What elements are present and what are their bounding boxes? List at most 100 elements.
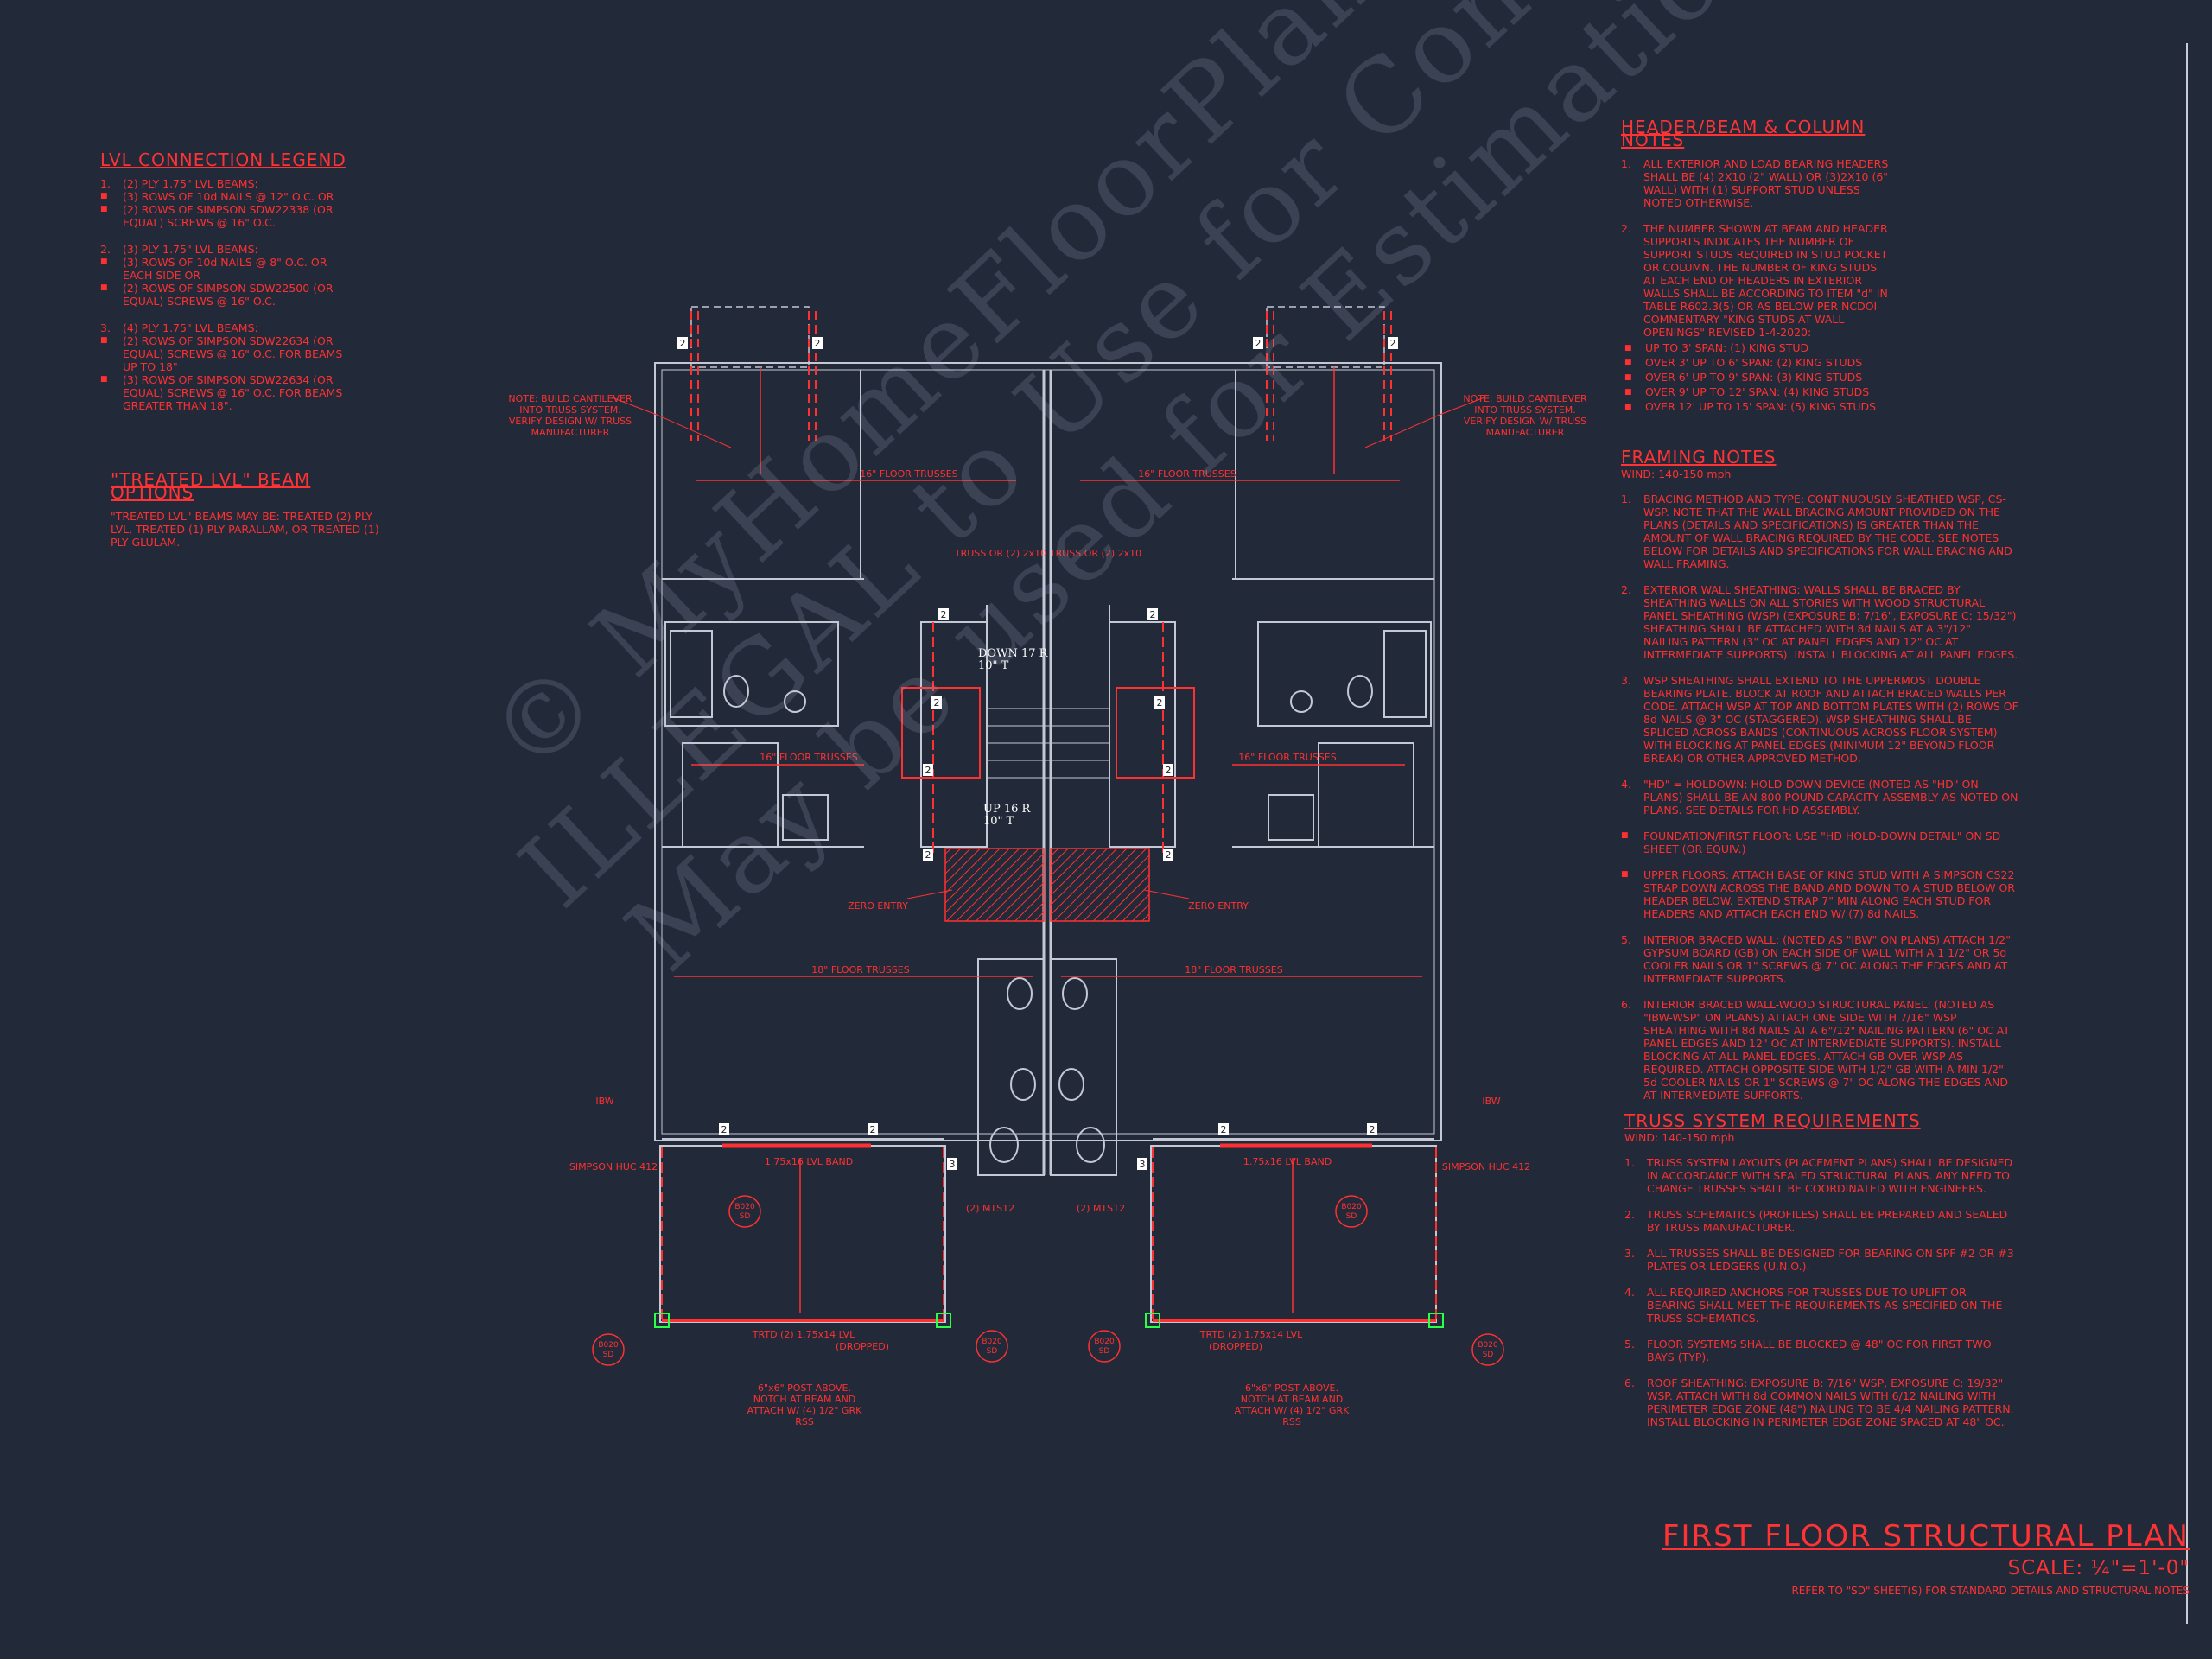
label-truss-or-right: TRUSS OR (2) 2x10 [1049,548,1141,559]
treated-lvl-options: "TREATED LVL" BEAM OPTIONS "TREATED LVL"… [111,469,387,549]
right-sink [1290,690,1313,713]
span-rule: OVER 3' UP TO 6' SPAN: (2) KING STUDS [1623,356,1889,370]
sheet-border [2186,43,2188,1624]
note-text: THE NUMBER SHOWN AT BEAM AND HEADER SUPP… [1643,222,1888,339]
span-rule: UP TO 3' SPAN: (1) KING STUD [1623,341,1889,355]
treated-title: "TREATED LVL" BEAM OPTIONS [111,469,311,503]
note-number: 1. [1621,157,1631,170]
note-item: ■ UPPER FLOORS: ATTACH BASE OF KING STUD … [1621,868,2018,920]
note-item: 3.WSP SHEATHING SHALL EXTEND TO THE UPPE… [1621,674,2018,765]
note-number: 3. [1624,1247,1635,1260]
right-lower-toilet [1076,1127,1105,1163]
note-text: BRACING METHOD AND TYPE: CONTINUOUSLY SH… [1643,493,2012,570]
note-number: 5. [1621,933,1631,946]
bubble-5-sheet: SD [1099,1347,1110,1356]
note-build-left: NOTE: BUILD CANTILEVER INTO TRUSS SYSTEM… [508,393,632,438]
stair-treads [987,708,1109,779]
legend-line: ■(3) ROWS OF 10d NAILS @ 8" O.C. OR EACH… [100,256,359,282]
right-lower-sink [1058,1068,1084,1101]
left-lower-toilet [989,1127,1019,1163]
left-zero-entry-hatch [944,848,1045,922]
bubble-left-post-b [976,1330,1008,1363]
stair-down-tread: 10" T [978,659,1009,672]
left-half-bath [977,958,1045,1176]
bubble-left-porch [728,1195,761,1228]
tag-2-text: 2 [815,338,821,349]
right-stair [1109,621,1176,848]
tag-5-text: 2 [941,609,947,620]
lvl-connection-legend: LVL CONNECTION LEGEND 1.(2) PLY 1.75" LV… [100,151,359,426]
tag-18: 3 [1137,1158,1147,1170]
span-rule: OVER 6' UP TO 9' SPAN: (3) KING STUDS [1623,371,1889,385]
legend-groups: 1.(2) PLY 1.75" LVL BEAMS: ■(3) ROWS OF 1… [100,177,359,412]
label-ibw-right: IBW [1482,1096,1500,1107]
stair-up-label: UP 16 R [983,803,1032,816]
leader-note-left [611,397,732,448]
detail-bubbles [592,1195,1504,1366]
label-ibw-left: IBW [595,1096,613,1107]
tag-1-text: 2 [680,338,686,349]
note-number: ■ [1621,870,1629,879]
left-stair-header [901,687,981,779]
legend-group-head: 1.(2) PLY 1.75" LVL BEAMS: [100,177,359,190]
note-item: 3.ALL TRUSSES SHALL BE DESIGNED FOR BEAR… [1624,1247,2018,1273]
label-dropped-left: (DROPPED) [836,1341,889,1352]
right-half-bath [1050,958,1117,1176]
left-cantilever [690,306,810,368]
tag-3-text: 2 [1255,338,1262,349]
tag-7: 2 [931,696,942,709]
tag-2: 2 [812,337,823,349]
bubble-3-sheet: SD [603,1351,614,1359]
tag-10: 2 [1163,764,1173,776]
stud-count-tags: 2 2 2 2 2 2 2 2 2 2 2 2 2 2 2 2 3 3 [677,337,1398,1170]
right-tub [1383,630,1427,718]
tag-17: 3 [947,1158,957,1170]
cantilever-dashed [690,306,1385,368]
bubble-left-post-a [592,1333,625,1366]
tag-4: 2 [1388,337,1398,349]
tag-11-text: 2 [925,849,931,861]
framing-notes-wind: WIND: 140-150 mph [1621,467,1732,480]
bubble-2-code: B020 [1341,1203,1362,1211]
note-item: 6.ROOF SHEATHING: EXPOSURE B: 7/16" WSP,… [1624,1376,2018,1428]
right-vanity-sink [1062,977,1088,1010]
bubble-1-code: B020 [734,1203,755,1211]
tag-8-text: 2 [1157,697,1163,709]
label-16-trusses-mid-right: 16" FLOOR TRUSSES [1238,752,1336,763]
label-trtd-right: TRTD (2) 1.75x14 LVL [1199,1329,1303,1340]
note-build-left-box: NOTE: BUILD CANTILEVER INTO TRUSS SYSTEM… [508,393,632,438]
bubble-right-porch [1335,1195,1368,1228]
title-block: FIRST FLOOR STRUCTURAL PLAN SCALE: ¼"=1'… [1662,1519,2190,1597]
label-16-trusses-mid-left: 16" FLOOR TRUSSES [760,752,857,763]
bubble-5-code: B020 [1094,1338,1115,1346]
stair-up-tread: 10" T [983,815,1014,828]
note-text: UPPER FLOORS: ATTACH BASE OF KING STUD W… [1643,868,2015,920]
left-vanity-sink [1007,977,1033,1010]
tag-11: 2 [923,849,933,861]
tag-8: 2 [1154,696,1165,709]
bullet-icon: ■ [100,205,108,213]
left-porch [659,1145,946,1323]
tag-14: 2 [868,1123,878,1135]
legend-line: ■(2) ROWS OF SIMPSON SDW22500 (OR EQUAL)… [100,282,359,308]
note-number: ■ [1621,831,1629,840]
note-number: 2. [1621,222,1631,235]
walls [654,362,1442,1323]
tag-12-text: 2 [1166,849,1172,861]
tag-18-text: 3 [1140,1159,1146,1170]
bullet-icon: ■ [100,257,108,266]
span-rule: OVER 9' UP TO 12' SPAN: (4) KING STUDS [1623,385,1889,399]
tag-4-text: 2 [1390,338,1396,349]
framing-notes-list: 1.BRACING METHOD AND TYPE: CONTINUOUSLY … [1621,493,2018,1102]
label-mts-right: (2) MTS12 [1077,1203,1125,1214]
tag-5: 2 [938,608,949,620]
note-text: TRUSS SYSTEM LAYOUTS (PLACEMENT PLANS) S… [1647,1156,2013,1195]
legend-group-heading: (4) PLY 1.75" LVL BEAMS: [123,321,258,334]
note-build-right: NOTE: BUILD CANTILEVER INTO TRUSS SYSTEM… [1463,393,1587,438]
note-text: ALL EXTERIOR AND LOAD BEARING HEADERS SH… [1643,157,1889,209]
note-text: "HD" = HOLDOWN: HOLD-DOWN DEVICE (NOTED … [1643,778,2018,817]
note-number: 6. [1624,1376,1635,1389]
note-number: 2. [1621,583,1631,596]
stair-down-label: DOWN 17 R [978,647,1049,660]
